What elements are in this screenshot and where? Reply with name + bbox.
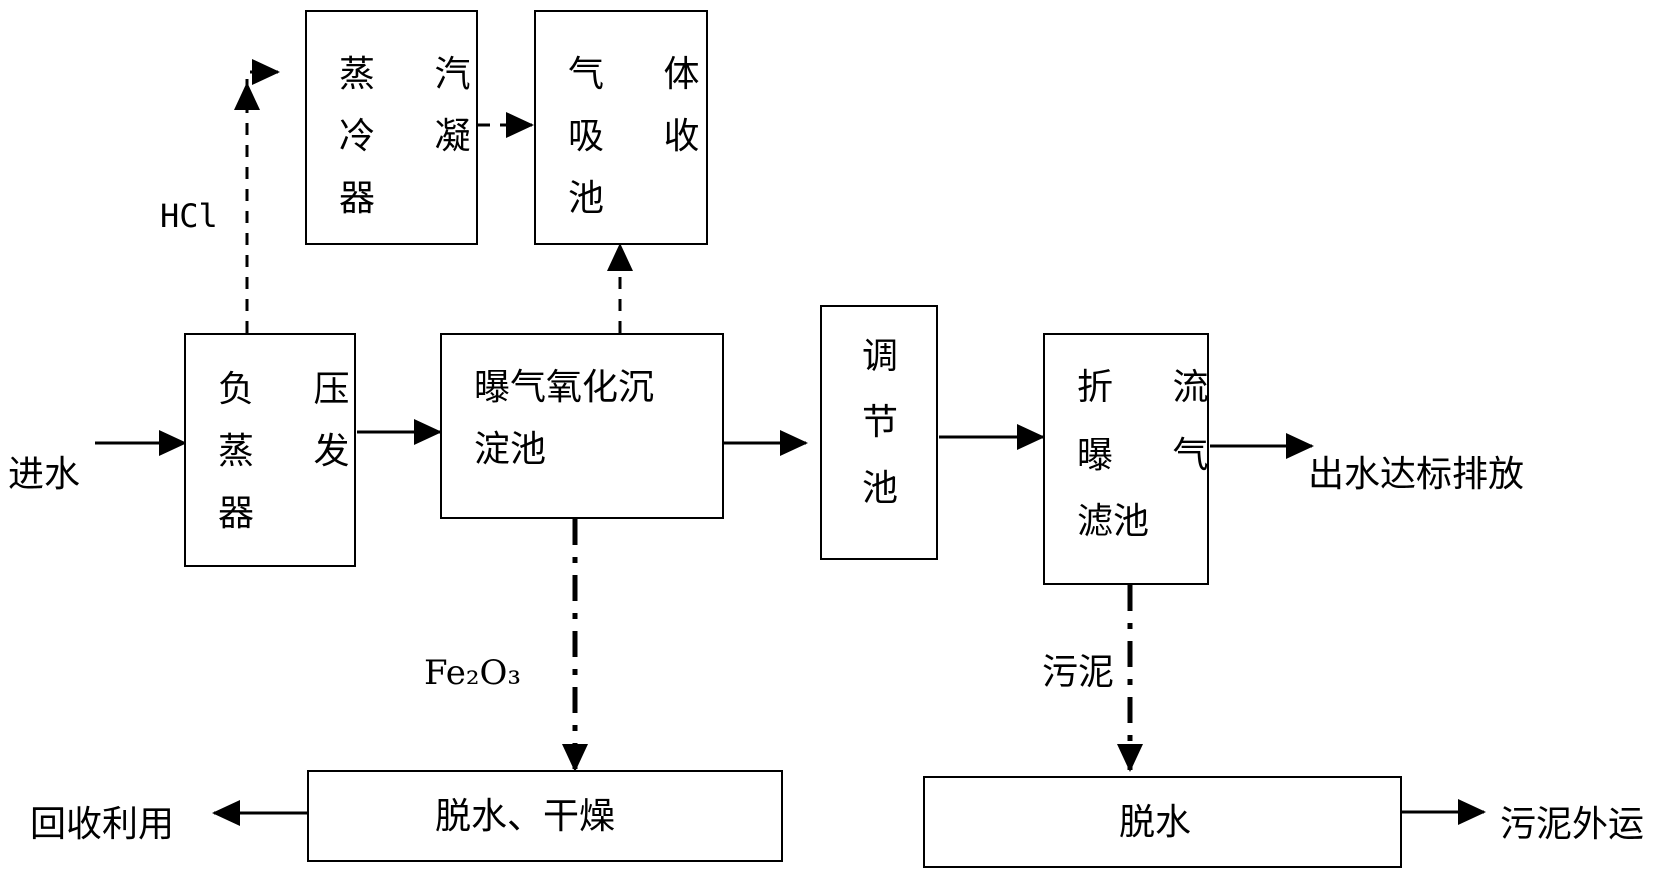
hcl-label: HCl — [160, 197, 218, 235]
absorber-line-1: 气 体 — [568, 54, 724, 95]
evaporator-line-3: 器 — [218, 493, 255, 534]
absorber-line-2: 吸 收 — [568, 116, 724, 157]
dewatering-drying-box: 脱水、干燥 — [307, 770, 783, 862]
regulating-tank-box: 调 节 池 — [820, 305, 938, 560]
aeration-oxidation-sedimentation-tank-box: 曝气氧化沉 淀池 — [440, 333, 724, 519]
regulating-tank-line-1: 调 — [861, 336, 898, 377]
aeration-tank-line-1: 曝气氧化沉 — [474, 367, 655, 408]
negative-pressure-evaporator-box: 负 压 蒸 发 器 — [184, 333, 356, 567]
baf-line-2: 曝 气 — [1077, 435, 1233, 476]
dewatering-label: 脱水 — [1119, 802, 1192, 843]
dewatering-drying-label: 脱水、干燥 — [435, 796, 616, 837]
arrow-hcl-to-condenser — [245, 59, 280, 333]
condenser-line-3: 器 — [339, 178, 376, 219]
condenser-line-1: 蒸 汽 — [339, 54, 495, 95]
regulating-tank-line-2: 节 — [861, 402, 898, 443]
sludge-label: 污泥 — [1042, 652, 1115, 693]
baffled-aerated-filter-box: 折 流 曝 气 滤池 — [1043, 333, 1209, 585]
evaporator-line-1: 负 压 — [218, 369, 374, 410]
inflow-label: 进水 — [8, 454, 81, 495]
regulating-tank-line-3: 池 — [861, 468, 898, 509]
baf-line-3: 滤池 — [1077, 501, 1150, 542]
sludge-out-label: 污泥外运 — [1500, 804, 1645, 845]
absorber-line-3: 池 — [568, 178, 605, 219]
aeration-tank-line-2: 淀池 — [474, 429, 547, 470]
dewatering-box: 脱水 — [923, 776, 1402, 868]
discharge-label: 出水达标排放 — [1308, 454, 1525, 495]
recycle-label: 回收利用 — [30, 804, 175, 845]
steam-condenser-box: 蒸 汽 冷 凝 器 — [305, 10, 478, 245]
evaporator-line-2: 蒸 发 — [218, 431, 374, 472]
condenser-line-2: 冷 凝 — [339, 116, 495, 157]
gas-absorber-box: 气 体 吸 收 池 — [534, 10, 708, 245]
fe2o3-label: Fe₂O₃ — [424, 653, 521, 693]
baf-line-1: 折 流 — [1077, 367, 1233, 408]
